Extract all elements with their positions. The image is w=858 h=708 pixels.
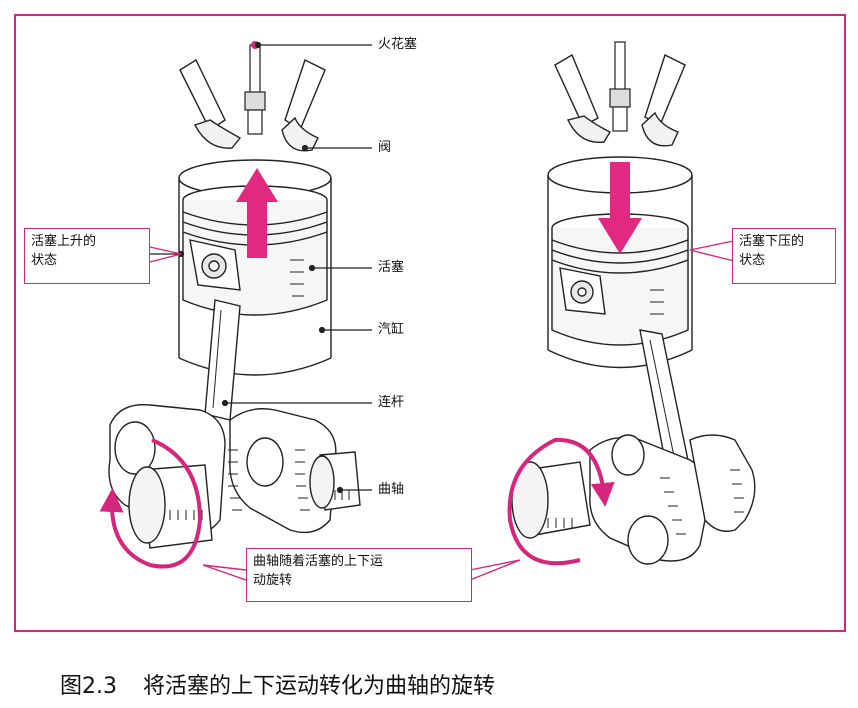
- valve-label: 阀: [378, 140, 391, 156]
- crankshaft-label: 曲轴: [378, 482, 404, 498]
- piston-down-callout-line2: 状态: [739, 251, 829, 270]
- connecting-rod-label: 连杆: [378, 395, 404, 411]
- right-spark-plug: [610, 42, 630, 131]
- piston-up-callout-line1: 活塞上升的: [31, 232, 143, 251]
- crank-motion-callout-line2: 动旋转: [253, 571, 465, 590]
- piston-label: 活塞: [378, 260, 404, 276]
- crank-motion-callout-line1: 曲轴随着活塞的上下运: [253, 552, 465, 571]
- piston-up-callout-line2: 状态: [31, 251, 143, 270]
- right-engine: [512, 55, 755, 564]
- cylinder-label: 汽缸: [378, 322, 404, 338]
- figure-caption: 图2.3 将活塞的上下运动转化为曲轴的旋转: [60, 668, 495, 700]
- spark-plug-label: 火花塞: [378, 37, 417, 53]
- left-engine: [109, 60, 360, 548]
- piston-up-callout: 活塞上升的 状态: [24, 228, 150, 284]
- figure-caption-text: 将活塞的上下运动转化为曲轴的旋转: [143, 668, 495, 700]
- left-spark-plug: [245, 41, 265, 134]
- figure-number: 图2.3: [60, 668, 117, 700]
- piston-down-callout-line1: 活塞下压的: [739, 232, 829, 251]
- crank-motion-callout: 曲轴随着活塞的上下运 动旋转: [246, 548, 472, 602]
- piston-down-callout: 活塞下压的 状态: [732, 228, 836, 284]
